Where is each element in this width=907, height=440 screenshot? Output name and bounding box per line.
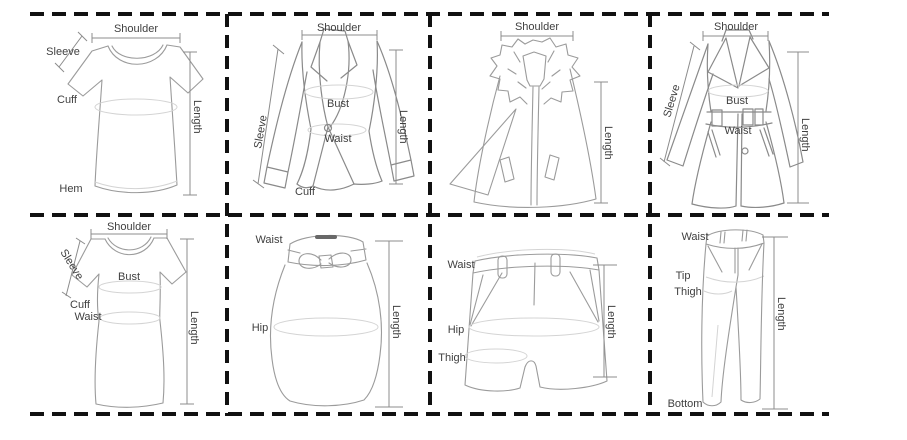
pants-outline [701,229,765,407]
cell-dress: Shoulder Sleeve Bust Cuff Waist Length [30,217,227,413]
blazer-measure-lines [252,30,403,189]
blazer-waist-label: Waist [324,133,351,145]
tshirt-measure-lines [54,31,197,196]
skirt-waist-label: Waist [255,234,282,246]
fur-coat-length-label: Length [602,126,614,160]
grid-line-col2 [428,14,432,416]
trench-length-label: Length [799,118,811,152]
blazer-diagram: Shoulder Sleeve Bust Waist Cuff Length [252,22,415,198]
dress-measure-lines [61,229,194,405]
skirt-length-label: Length [390,305,402,339]
fur-coat-measure-lines [500,31,608,204]
grid-line-col3 [648,14,652,416]
fur-coat-diagram: Shoulder Length [449,21,614,208]
dress-bust-label: Bust [118,271,140,283]
shorts-measure-lines [593,264,617,378]
trench-bust-label: Bust [726,95,748,107]
trench-coat-measure-lines [659,31,809,204]
pants-thigh-label: Thigh [674,286,702,298]
tshirt-shoulder-label: Shoulder [114,23,158,35]
blazer-sleeve-label: Sleeve [252,114,270,149]
cell-tshirt: Shoulder Sleeve Cuff Hem Length [30,14,227,213]
pants-diagram: Waist Tip Thigh Bottom Length [668,229,788,410]
dress-diagram: Shoulder Sleeve Bust Cuff Waist Length [57,221,200,408]
pants-tip-label: Tip [676,270,691,282]
fur-coat-outline [449,37,597,208]
blazer-length-label: Length [397,110,409,144]
blazer-shoulder-label: Shoulder [317,22,361,34]
tshirt-hem-label: Hem [59,183,82,195]
shorts-waist-label: Waist [447,259,474,271]
skirt-hip-label: Hip [252,322,269,334]
dress-sleeve-label: Sleeve [57,247,85,282]
shorts-hip-label: Hip [448,324,465,336]
fur-coat-shoulder-label: Shoulder [515,21,559,33]
dress-outline [71,236,187,408]
cell-fur-coat: Shoulder Length [430,14,648,213]
shorts-diagram: Waist Hip Thigh Length [438,248,617,392]
tshirt-cuff-label: Cuff [57,94,78,106]
shorts-thigh-label: Thigh [438,352,466,364]
trench-coat-diagram: Shoulder Sleeve Bust Waist Length [659,21,811,209]
dress-shoulder-label: Shoulder [107,221,151,233]
skirt-outline [270,234,382,407]
dress-waist-label: Waist [74,311,101,323]
pants-measure-lines [762,236,788,410]
skirt-measure-lines [375,240,403,408]
dress-length-label: Length [188,311,200,345]
cell-pants: Waist Tip Thigh Bottom Length [650,217,828,413]
cell-skirt: Waist Hip Length [227,217,430,413]
tshirt-sleeve-label: Sleeve [46,46,80,58]
cell-blazer: Shoulder Sleeve Bust Waist Cuff Length [227,14,430,213]
blazer-bust-label: Bust [327,98,349,110]
cell-trench-coat: Shoulder Sleeve Bust Waist Length [650,14,828,213]
pants-waist-label: Waist [681,231,708,243]
pants-length-label: Length [775,297,787,331]
shorts-length-label: Length [605,305,617,339]
cell-shorts: Waist Hip Thigh Length [430,217,648,413]
trench-shoulder-label: Shoulder [714,21,758,33]
pants-bottom-label: Bottom [668,398,703,410]
tshirt-outline [67,44,204,194]
skirt-diagram: Waist Hip Length [252,234,403,408]
grid-line-col1 [225,14,229,416]
shorts-outline [464,248,608,392]
tshirt-length-label: Length [191,100,203,134]
dress-cuff-label: Cuff [70,299,91,311]
tshirt-diagram: Shoulder Sleeve Cuff Hem Length [46,23,204,196]
trench-waist-label: Waist [724,125,751,137]
trench-coat-outline [666,29,804,209]
blazer-cuff-label: Cuff [295,186,316,198]
